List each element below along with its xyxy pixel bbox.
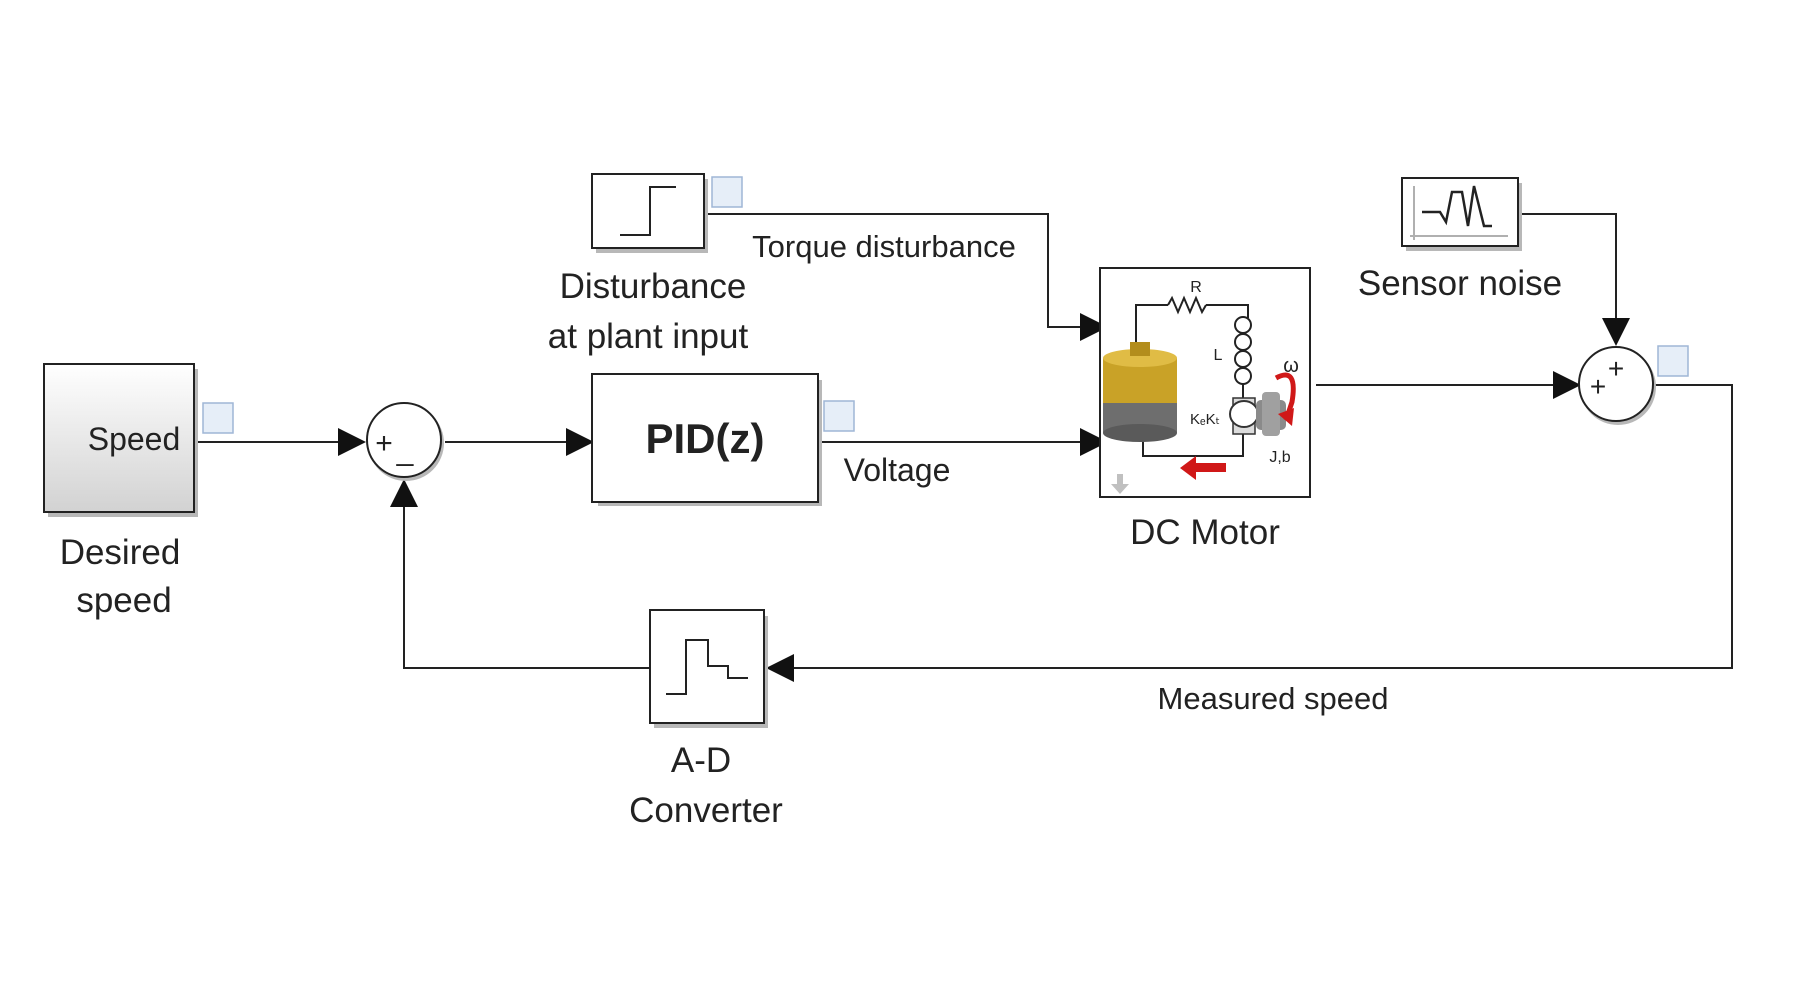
arrow-head-noise-sum-left bbox=[1553, 371, 1581, 399]
arrow-head-ad-input bbox=[766, 654, 794, 682]
desired-speed-block[interactable]: Speed bbox=[43, 363, 198, 517]
arrow-head-pid-input bbox=[566, 428, 594, 456]
ad-caption-1: A-D bbox=[671, 741, 731, 780]
disturbance-caption-2: at plant input bbox=[548, 317, 749, 356]
sensor-noise-block[interactable] bbox=[1401, 177, 1522, 251]
motor-circuit-graphic: R L ω KₑKₜ J,b bbox=[1103, 279, 1299, 494]
motor-label-kekt: KₑKₜ bbox=[1190, 411, 1220, 428]
wire-measured-speed[interactable] bbox=[790, 384, 1733, 669]
wire-torque-disturbance[interactable] bbox=[708, 213, 1082, 328]
ad-caption-2: Converter bbox=[629, 791, 783, 830]
port-icon-pid[interactable] bbox=[823, 400, 855, 432]
arrow-head-motor-voltage bbox=[1080, 428, 1108, 456]
port-icon-speed[interactable] bbox=[202, 402, 234, 434]
measured-speed-label: Measured speed bbox=[1158, 681, 1389, 716]
rotation-arrow-icon bbox=[1274, 372, 1296, 421]
noise-sum-plus-top: + bbox=[1608, 353, 1624, 384]
pid-controller-block[interactable]: PID(z) bbox=[591, 373, 822, 506]
arrow-head-motor-torque bbox=[1080, 313, 1108, 341]
resistor-icon bbox=[1167, 295, 1207, 315]
motor-label-omega: ω bbox=[1283, 355, 1299, 377]
step-icon bbox=[620, 186, 676, 236]
port-icon-disturbance[interactable] bbox=[711, 176, 743, 208]
motor-label-jb: J,b bbox=[1269, 449, 1290, 466]
error-sum-block[interactable]: + _ bbox=[366, 402, 444, 481]
signal-lines bbox=[198, 213, 1733, 682]
sum-minus-sign: _ bbox=[396, 434, 415, 467]
zero-order-hold-icon bbox=[666, 639, 748, 695]
motor-label-r: R bbox=[1190, 279, 1202, 296]
pid-label: PID(z) bbox=[646, 415, 765, 462]
desired-speed-caption-2: speed bbox=[76, 581, 171, 620]
arrow-head-sum-input bbox=[338, 428, 366, 456]
mask-arrow-icon bbox=[1111, 474, 1129, 494]
ad-converter-block[interactable] bbox=[649, 609, 768, 728]
wire-feedback[interactable] bbox=[403, 505, 652, 669]
current-arrow-icon bbox=[1180, 456, 1226, 480]
noise-sum-plus-left: + bbox=[1590, 371, 1606, 402]
dc-motor-block[interactable]: R L ω KₑKₜ J,b bbox=[1099, 267, 1311, 498]
arrow-head-noise-sum-top bbox=[1602, 318, 1630, 346]
speed-inner-label: Speed bbox=[88, 421, 181, 457]
arrow-head-sum-feedback bbox=[390, 479, 418, 507]
desired-speed-caption-1: Desired bbox=[60, 533, 181, 572]
torque-disturbance-label: Torque disturbance bbox=[752, 229, 1016, 264]
motor-label-l: L bbox=[1214, 347, 1223, 364]
noise-sum-block[interactable]: + + bbox=[1578, 346, 1656, 425]
wire-sensor-noise[interactable] bbox=[1522, 213, 1617, 320]
dc-motor-caption: DC Motor bbox=[1130, 513, 1280, 552]
disturbance-step-block[interactable] bbox=[591, 173, 708, 253]
noise-icon bbox=[1410, 185, 1508, 240]
disturbance-caption-1: Disturbance bbox=[560, 267, 747, 306]
port-icon-noise-sum[interactable] bbox=[1657, 345, 1689, 377]
sensor-noise-caption: Sensor noise bbox=[1358, 264, 1562, 303]
sum-plus-sign: + bbox=[375, 427, 393, 460]
voltage-label: Voltage bbox=[844, 452, 951, 488]
